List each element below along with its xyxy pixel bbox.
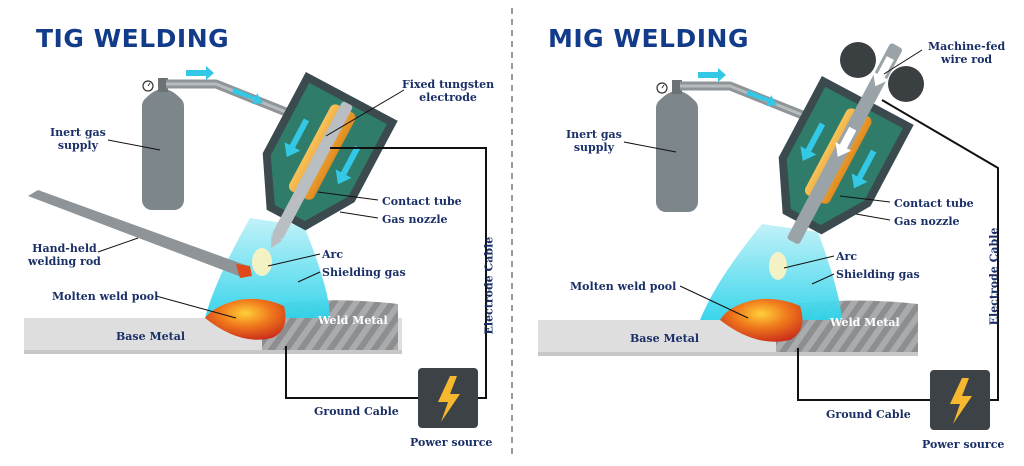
mig-feed-roller-top <box>840 42 876 78</box>
tig-base-metal-label: Base Metal <box>116 330 186 343</box>
tig-lightning-icon <box>438 376 460 422</box>
mig-feed-roller-bottom <box>888 66 924 102</box>
tig-gas-flow-arrows <box>186 66 263 104</box>
mig-wire-label: Machine-fed wire rod <box>928 40 1005 66</box>
mig-ground-cable-line <box>797 348 932 401</box>
mig-arc-label: Arc <box>836 250 858 263</box>
mig-gas-cylinder <box>656 98 698 212</box>
tig-filler-rod <box>28 190 248 278</box>
tig-filler-rod-label: Hand-held welding rod <box>28 242 101 268</box>
tig-filler-rod-line2: welding rod <box>28 255 101 268</box>
tig-shielding-gas-label: Shielding gas <box>322 266 406 279</box>
mig-wire-line2: wire rod <box>941 53 993 66</box>
tig-electrode-line2: electrode <box>419 91 477 104</box>
mig-gas-flow-arrows <box>698 68 777 106</box>
tig-gas-cylinder <box>142 96 184 210</box>
tig-electrode-cable-line <box>330 147 487 399</box>
mig-wire-line1: Machine-fed <box>928 40 1006 53</box>
mig-weld-metal-label: Weld Metal <box>830 316 900 329</box>
tig-filler-rod-line1: Hand-held <box>32 242 97 255</box>
tig-title: TIG WELDING <box>36 24 230 53</box>
mig-weld-pool-label: Molten weld pool <box>570 280 677 293</box>
tig-panel <box>24 66 487 428</box>
tig-ground-cable-label: Ground Cable <box>314 405 399 418</box>
mig-base-metal-label: Base Metal <box>630 332 700 345</box>
tig-electrode-line1: Fixed tungsten <box>402 78 495 91</box>
tig-ground-cable-line <box>285 346 420 399</box>
tig-inert-gas-line2: supply <box>57 139 98 152</box>
mig-electrode-cable-label: Electrode Cable <box>987 227 1001 326</box>
mig-electrode-cable-line <box>881 99 999 401</box>
tig-inert-gas-label: Inert gas supply <box>50 126 106 152</box>
mig-shielding-gas-label: Shielding gas <box>836 268 920 281</box>
mig-inert-gas-line1: Inert gas <box>566 128 622 141</box>
tig-electrode-label: Fixed tungsten electrode <box>402 78 494 104</box>
mig-ground-cable-label: Ground Cable <box>826 408 911 421</box>
tig-inert-gas-line1: Inert gas <box>50 126 106 139</box>
mig-panel <box>538 42 999 430</box>
tig-arc-label: Arc <box>322 248 344 261</box>
tig-tungsten-electrode <box>272 101 353 240</box>
mig-weld-pool <box>720 298 803 342</box>
tig-contact-tube-label: Contact tube <box>382 195 462 208</box>
mig-gas-nozzle <box>778 43 914 244</box>
mig-inert-gas-line2: supply <box>573 141 614 154</box>
tig-power-source-label: Power source <box>410 436 493 449</box>
tig-electrode-cable-label: Electrode Cable <box>482 236 496 335</box>
mig-contact-tube-label: Contact tube <box>894 197 974 210</box>
mig-gas-nozzle-label: Gas nozzle <box>894 215 960 228</box>
tig-weld-metal-label: Weld Metal <box>318 314 388 327</box>
mig-lightning-icon <box>950 378 972 424</box>
tig-gas-nozzle-label: Gas nozzle <box>382 213 448 226</box>
mig-power-source-label: Power source <box>922 438 1005 451</box>
tig-weld-pool-label: Molten weld pool <box>52 290 159 303</box>
mig-title: MIG WELDING <box>548 24 749 53</box>
tig-weld-pool <box>205 298 286 340</box>
mig-inert-gas-label: Inert gas supply <box>566 128 622 154</box>
